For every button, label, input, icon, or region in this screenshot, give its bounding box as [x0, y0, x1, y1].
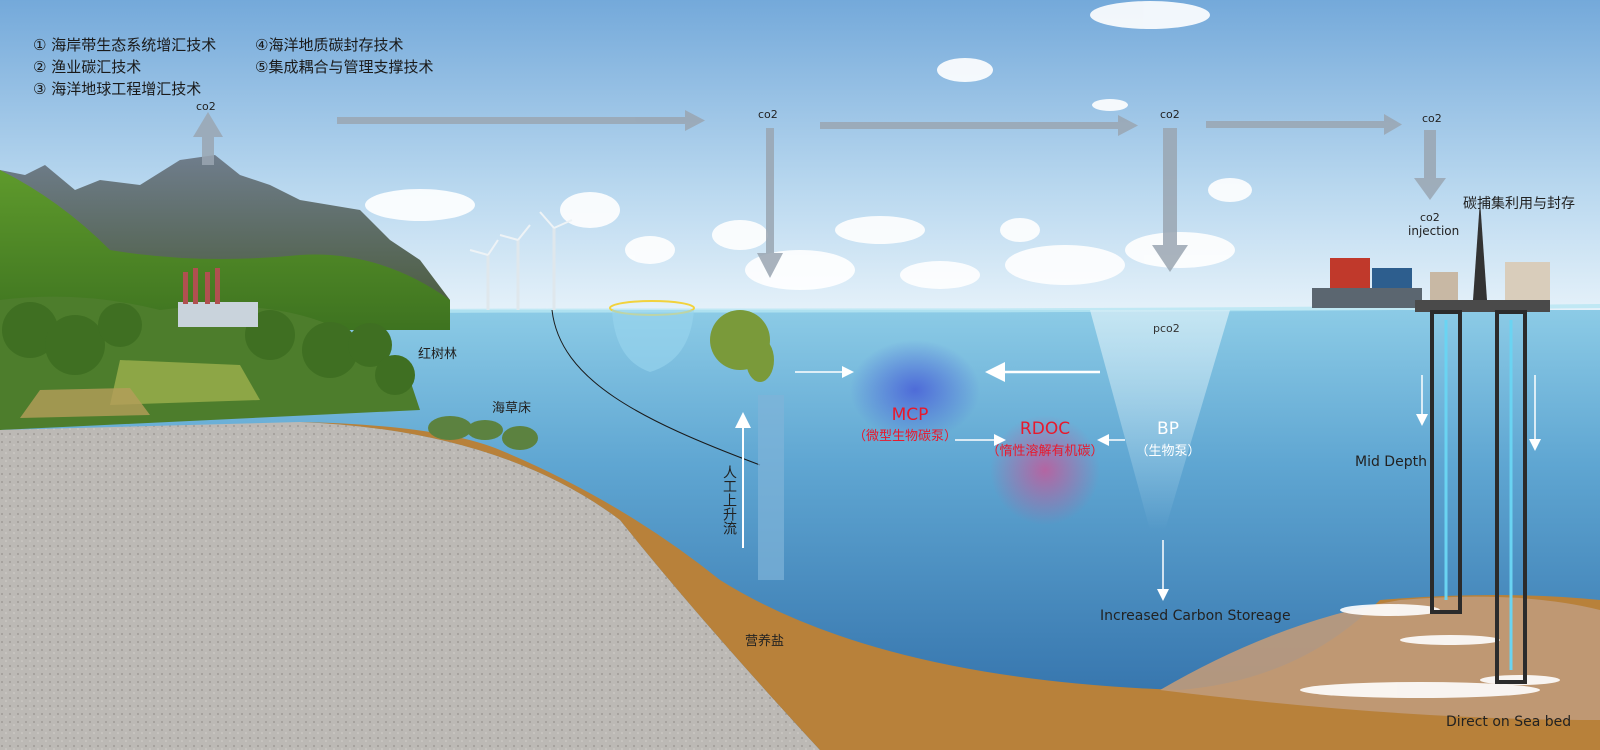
bp-cone: [1090, 310, 1230, 530]
seagrass-bed: [428, 416, 538, 450]
rdoc-label: RDOC: [1020, 419, 1070, 439]
injection-label-line1: co2: [1420, 211, 1440, 224]
legend-item-4: ④海洋地质碳封存技术: [255, 36, 403, 54]
co2-labels: co2 co2 co2 co2 pco2: [196, 100, 1442, 335]
nutrients-label: 营养盐: [745, 633, 784, 649]
clouds: [365, 1, 1252, 290]
bp-sub-label: （生物泵）: [1135, 444, 1200, 459]
fish-cage: [609, 300, 695, 372]
legend-item-2: ② 渔业碳汇技术: [33, 58, 141, 76]
pco2-label: pco2: [1153, 322, 1180, 335]
co2-bubbles: [1300, 604, 1560, 698]
upwelling-label: 人工上升流: [721, 465, 737, 536]
co2-label-1: co2: [758, 108, 778, 121]
legend-item-3: ③ 海洋地球工程增汇技术: [33, 80, 201, 98]
mcp-sub-label: （微型生物碳泵）: [853, 429, 957, 444]
seabed-label: Direct on Sea bed: [1446, 714, 1571, 730]
offshore-platform: [1312, 200, 1550, 684]
mcp-blob: [850, 340, 980, 440]
injection-label-line2: injection: [1408, 224, 1459, 238]
legend-item-1: ① 海岸带生态系统增汇技术: [33, 36, 216, 54]
mangrove-label: 红树林: [418, 346, 457, 362]
rdoc-sub-label: （惰性溶解有机碳）: [986, 444, 1103, 459]
factory: [178, 268, 258, 327]
upwelling-pipe: [758, 395, 784, 580]
legend-item-5: ⑤集成耦合与管理支撑技术: [255, 58, 433, 76]
wind-turbines: [469, 211, 573, 310]
seabed: [300, 422, 1600, 750]
turbine-cable: [551, 309, 761, 466]
upwelling-text: 人工上升流: [721, 465, 737, 536]
bp-label: BP: [1157, 419, 1179, 439]
rdoc-blob: [990, 415, 1100, 525]
seaweed: [710, 310, 774, 382]
field-patches: [20, 360, 260, 418]
green-hills: [0, 170, 450, 330]
legend: ① 海岸带生态系统增汇技术 ② 渔业碳汇技术 ③ 海洋地球工程增汇技术 ④海洋地…: [33, 36, 433, 98]
co2-label-2: co2: [1160, 108, 1180, 121]
storage-label: Increased Carbon Storeage: [1100, 608, 1291, 624]
seagrass-label: 海草床: [492, 401, 531, 416]
ccus-label: 碳捕集利用与封存: [1463, 195, 1575, 212]
mangrove-trees: [2, 302, 415, 395]
mid-depth-label: Mid Depth: [1355, 454, 1427, 470]
co2-label-factory: co2: [196, 100, 216, 113]
gravel-sediment: [0, 422, 820, 750]
co2-flow-arrows: [193, 110, 1446, 278]
co2-label-3: co2: [1422, 112, 1442, 125]
mcp-label: MCP: [892, 405, 929, 425]
